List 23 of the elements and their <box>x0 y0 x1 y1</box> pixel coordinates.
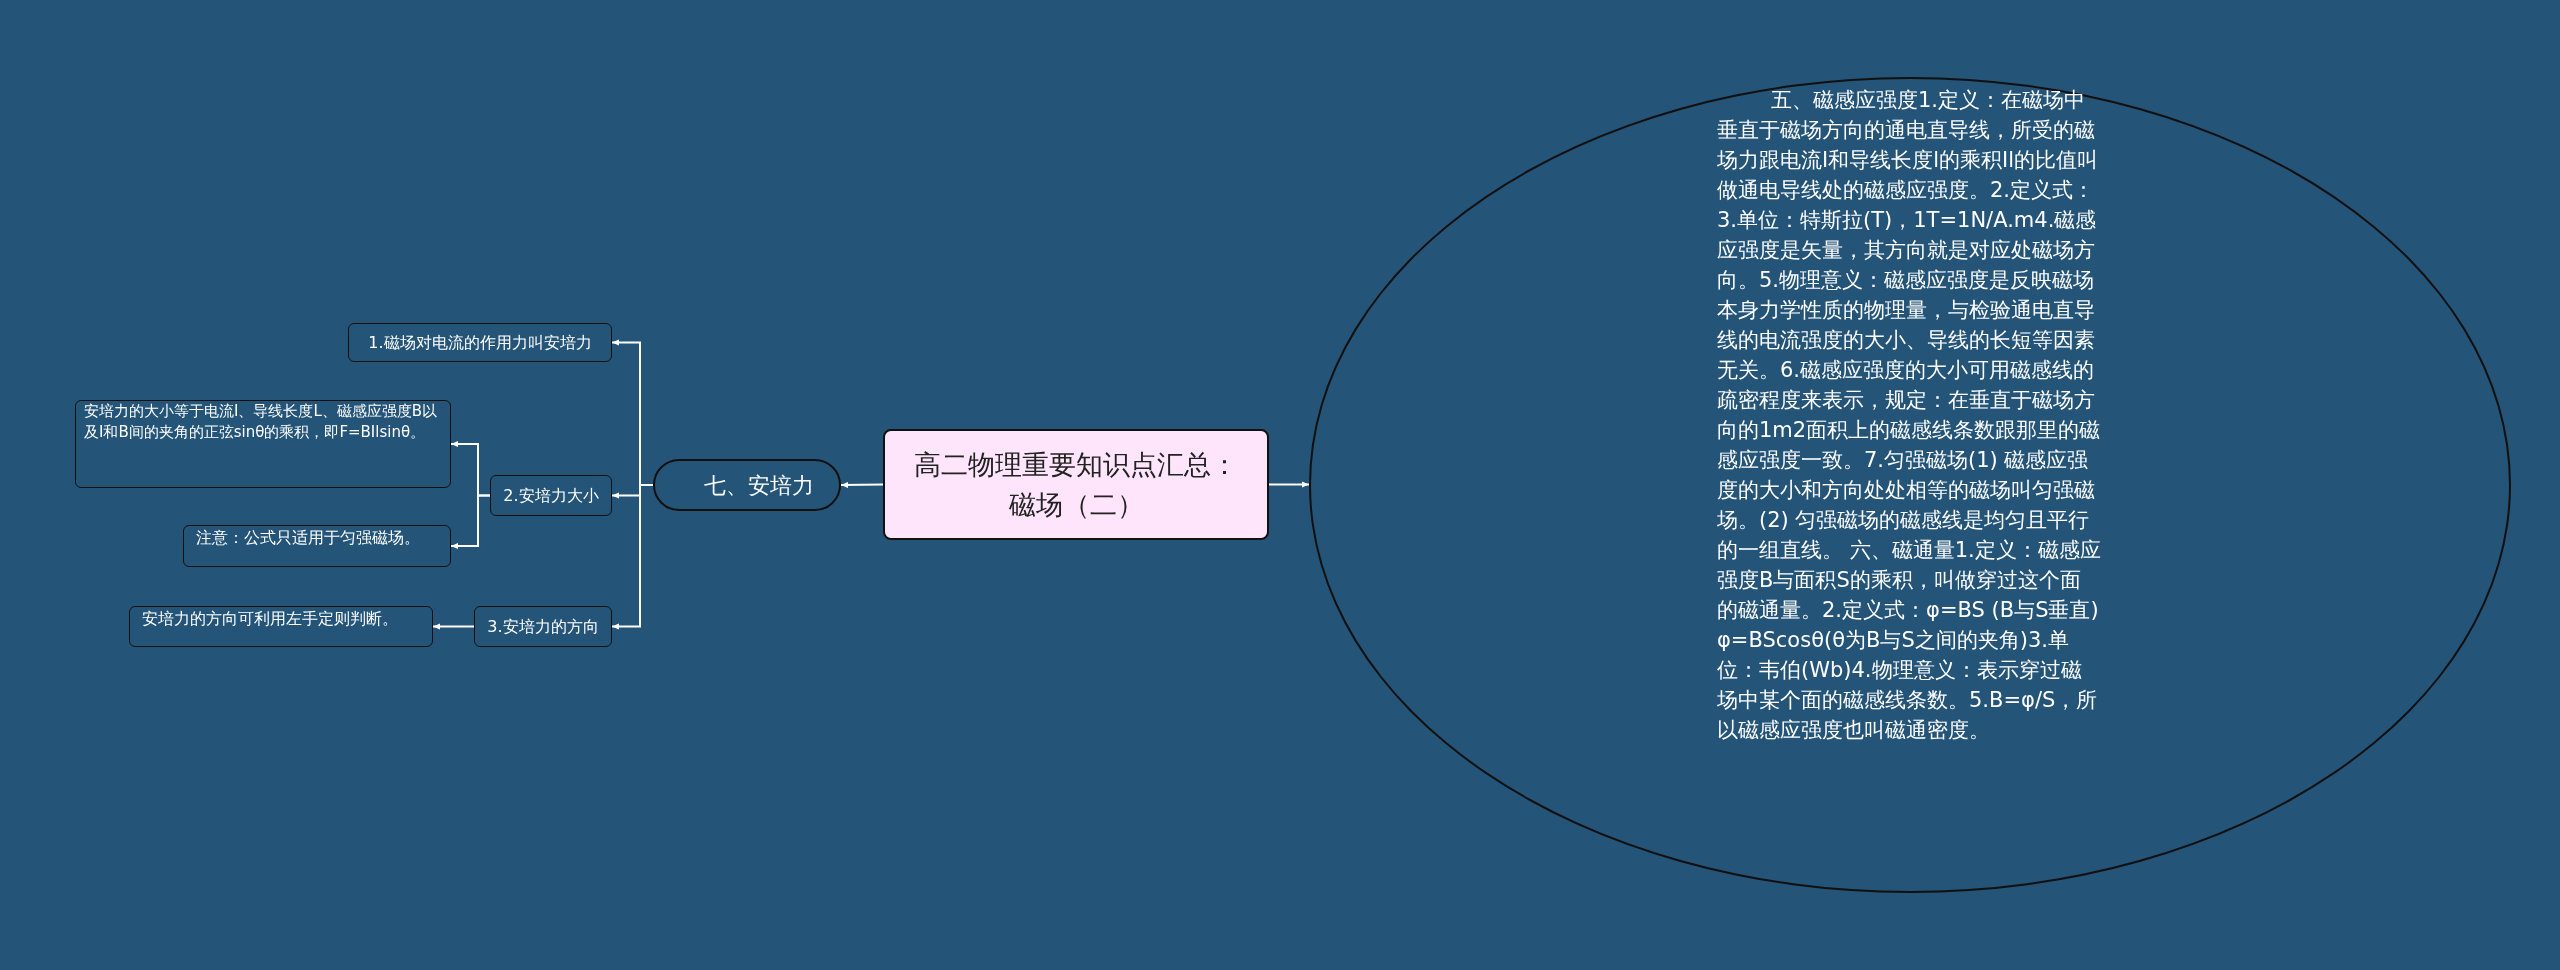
root-topic-box <box>883 429 1269 540</box>
note-ellipse <box>1309 77 2511 893</box>
connector-arrow <box>611 484 654 630</box>
subtopic-box <box>474 606 612 647</box>
connector-arrow <box>840 481 884 488</box>
detail-box <box>183 525 451 567</box>
node-text: 安培力的方向可利用左手定则判断。 <box>142 608 399 630</box>
connector-arrow <box>1268 481 1310 488</box>
detail-box <box>75 400 451 488</box>
node-text: 3.安培力的方向 <box>486 615 600 638</box>
detail-box <box>129 606 433 647</box>
node-text: 七、安培力 <box>703 471 815 500</box>
subtopic-box <box>490 475 612 516</box>
node-text: 高二物理重要知识点汇总：磁场（二） <box>913 447 1239 522</box>
node-text: 安培力的大小等于电流I、导线长度L、磁感应强度B以及I和B间的夹角的正弦sinθ的乘积，即F=BIlsinθ。 <box>84 401 439 443</box>
subtopic-box <box>348 323 612 362</box>
topic-pill <box>653 459 841 511</box>
node-text: 1.磁场对电流的作用力叫安培力 <box>367 331 593 354</box>
node-text: 五、磁感应强度1.定义：在磁场中垂直于磁场方向的通电直导线，所受的磁场力跟电流I和导线长度l的乘积Il的比值叫做通电导线处的磁感应强度。2.定义式：3.单位：特斯拉(T)，1T=1N/A.m4.磁感应强度是矢量，其方向就是对应处磁场方向。5.物理意义：磁感应强度是反映磁场本身力学性质的物理量，与检验通电直导线的电流强度的大小、导线的长短等因素无关。6.磁感应强度的大小可用磁感线的疏密程度来表示，规定：在垂直于磁场方向的1m2面积上的磁感线条数跟那里的磁感应强度一致。7.匀强磁场(1) 磁感应强度的大小和方向处处相等的磁场叫匀强磁场。(2) 匀强磁场的磁感线是均匀且平行的一组直线。 六、磁通量1.定义：磁感应强度B与面积S的乘积，叫做穿过这个面的磁通量。2.定义式：φ=BS (B与S垂直) φ=BScosθ(θ为B与S之间的夹角)3.单位：韦伯(Wb)4.物理意义：表示穿过磁场中某个面的磁感线条数。5.B=φ/S，所以磁感应强度也叫磁通密度。 <box>1717 87 2101 744</box>
node-text: 2.安培力大小 <box>502 484 600 507</box>
connector-arrow <box>432 623 475 630</box>
connector-arrow <box>450 494 491 549</box>
node-text: 注意：公式只适用于匀强磁场。 <box>196 527 421 549</box>
